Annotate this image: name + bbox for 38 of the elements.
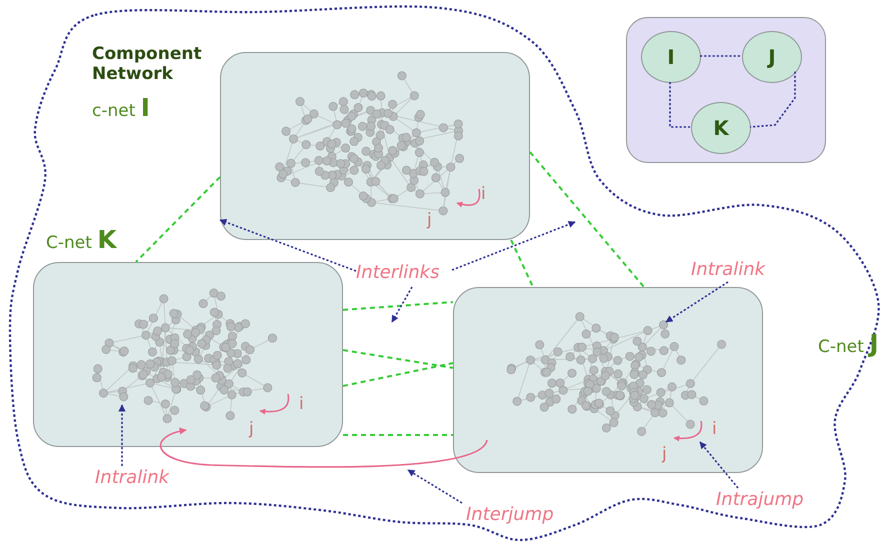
- network-panel: [33, 262, 343, 447]
- index-label: j: [427, 211, 432, 231]
- link-line: [529, 151, 645, 288]
- leader-arrow: [219, 218, 356, 272]
- link-line: [343, 434, 453, 436]
- leader-arrow: [699, 441, 739, 488]
- leader-arrow: [665, 281, 728, 323]
- link-line: [510, 240, 534, 288]
- network-circle: K: [691, 102, 751, 154]
- network-panel: [220, 52, 530, 240]
- index-label: i: [481, 185, 486, 205]
- index-label: j: [662, 445, 667, 465]
- index-label: i: [299, 395, 304, 415]
- index-label: j: [249, 420, 254, 440]
- leader-label: Interlinks: [356, 263, 440, 283]
- network-circle: J: [742, 31, 802, 83]
- network-circle: I: [641, 31, 701, 83]
- link-line: [342, 362, 454, 387]
- network-label: C-net K: [46, 226, 116, 254]
- leader-label: Interjump: [466, 505, 554, 525]
- leader-arrow: [118, 404, 126, 466]
- leader-label: Intralink: [95, 468, 170, 488]
- link-line: [700, 55, 741, 57]
- leader-arrow: [391, 286, 413, 323]
- leader-arrow: [452, 221, 576, 271]
- jump-arrow: [160, 428, 488, 468]
- network-heading: Component Network: [92, 45, 203, 84]
- leader-label: Intralink: [691, 260, 766, 280]
- network-label: c-net I: [92, 94, 150, 122]
- link-line: [342, 301, 454, 311]
- link-line: [669, 82, 690, 128]
- leader-label: Intrajump: [716, 490, 804, 510]
- network-panel: [453, 287, 763, 473]
- inset-panel: [626, 17, 826, 163]
- link-line: [342, 349, 454, 369]
- leader-arrow: [407, 469, 462, 504]
- index-label: i: [712, 420, 717, 440]
- link-line: [135, 176, 221, 263]
